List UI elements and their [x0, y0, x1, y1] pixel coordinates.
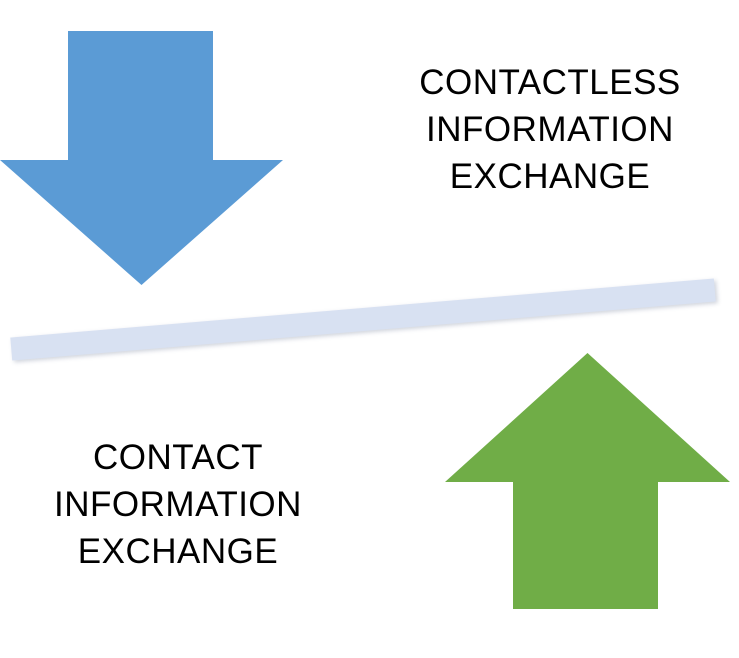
up-arrow-icon — [445, 353, 730, 609]
contact-label-line-1: CONTACT — [92, 438, 264, 477]
contact-exchange-label: CONTACT INFORMATION EXCHANGE — [3, 434, 353, 575]
seesaw-beam-rect — [10, 278, 716, 361]
contactless-label-line-3: EXCHANGE — [449, 157, 651, 196]
contactless-label-line-2: INFORMATION — [426, 110, 674, 149]
contactless-label-line-1: CONTACTLESS — [419, 63, 681, 102]
seesaw-beam-shape — [10, 278, 716, 361]
contact-label-line-2: INFORMATION — [54, 485, 302, 524]
seesaw-beam — [10, 278, 716, 361]
up-arrow-shape — [445, 353, 730, 609]
contact-label-line-3: EXCHANGE — [77, 532, 279, 571]
down-arrow-shape — [0, 31, 283, 285]
contactless-exchange-label: CONTACTLESS INFORMATION EXCHANGE — [375, 59, 725, 200]
down-arrow-icon — [0, 31, 283, 285]
